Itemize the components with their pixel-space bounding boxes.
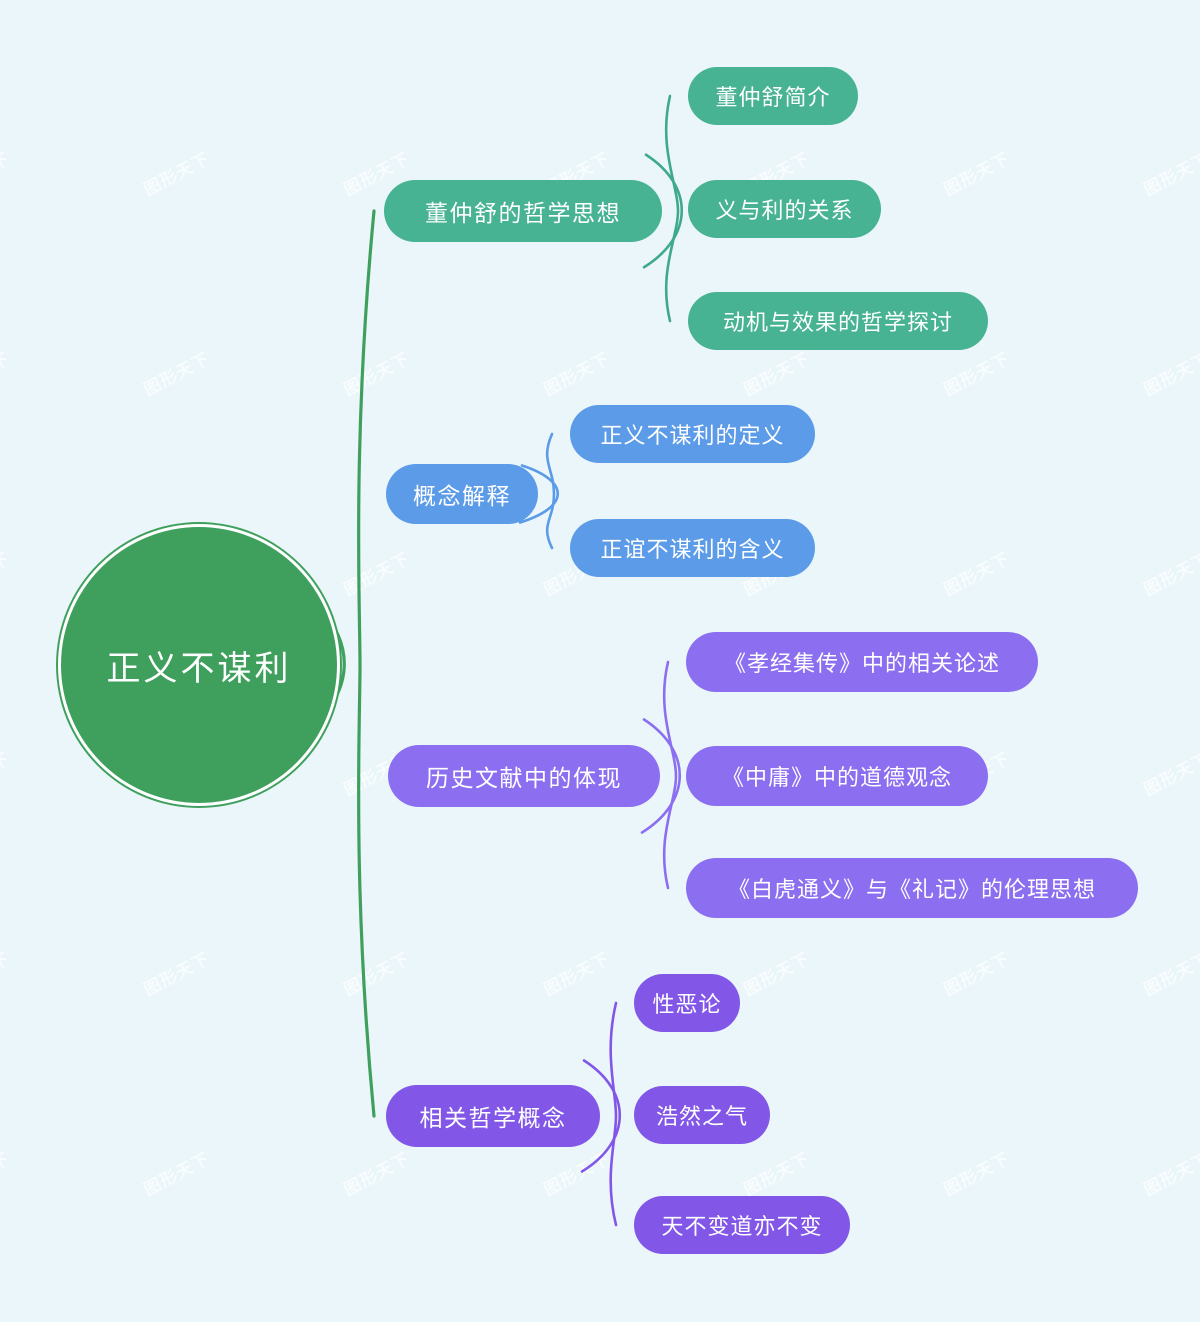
watermark-text: 图形天下 <box>1140 948 1200 1000</box>
leaf-node-label: 动机与效果的哲学探讨 <box>722 310 953 335</box>
root-node[interactable]: 正义不谋利 <box>58 524 340 806</box>
watermark-text: 图形天下 <box>140 148 214 200</box>
connector-path <box>609 1001 618 1227</box>
watermark-text: 图形天下 <box>940 148 1014 200</box>
watermark-text: 图形天下 <box>1140 1148 1200 1200</box>
leaf-node-label: 义与利的关系 <box>715 198 854 223</box>
leaf-node-label: 《孝经集传》中的相关论述 <box>723 651 1000 676</box>
branch-node-3[interactable]: 历史文献中的体现 <box>388 745 660 807</box>
watermark-text: 图形天下 <box>740 1148 814 1200</box>
watermark-text: 图形天下 <box>1140 548 1200 600</box>
leaf-node-label: 《白虎通义》与《礼记》的伦理思想 <box>727 877 1096 902</box>
leaf-node-3-3[interactable]: 《白虎通义》与《礼记》的伦理思想 <box>686 858 1138 918</box>
leaf-node-4-3[interactable]: 天不变道亦不变 <box>634 1196 850 1254</box>
watermark-text: 图形天下 <box>940 948 1014 1000</box>
watermark-text: 图形天下 <box>1140 348 1200 400</box>
watermark-text: 图形天下 <box>540 948 614 1000</box>
leaf-node-4-2[interactable]: 浩然之气 <box>634 1086 770 1144</box>
leaf-node-2-1[interactable]: 正义不谋利的定义 <box>570 405 815 463</box>
leaf-node-label: 浩然之气 <box>656 1104 749 1129</box>
leaf-node-3-2[interactable]: 《中庸》中的道德观念 <box>686 746 988 806</box>
watermark-text: 图形天下 <box>140 948 214 1000</box>
watermark-text: 图形天下 <box>0 548 14 600</box>
leaf-node-label: 《中庸》中的道德观念 <box>721 765 952 790</box>
watermark-text: 图形天下 <box>340 1148 414 1200</box>
leaf-node-2-2[interactable]: 正谊不谋利的含义 <box>570 519 815 577</box>
watermark-text: 图形天下 <box>1140 748 1200 800</box>
branch-node-2[interactable]: 概念解释 <box>386 464 538 524</box>
branch-node-label: 概念解释 <box>413 483 511 509</box>
watermark-text: 图形天下 <box>540 348 614 400</box>
watermark-text: 图形天下 <box>940 548 1014 600</box>
watermark-text: 图形天下 <box>340 348 414 400</box>
watermark-text: 图形天下 <box>0 348 14 400</box>
connector-path <box>545 432 556 550</box>
leaf-node-1-2[interactable]: 义与利的关系 <box>688 180 881 238</box>
leaf-node-label: 天不变道亦不变 <box>661 1214 823 1239</box>
leaf-node-label: 董仲舒简介 <box>715 85 831 110</box>
leaf-node-3-1[interactable]: 《孝经集传》中的相关论述 <box>686 632 1038 692</box>
watermark-text: 图形天下 <box>940 1148 1014 1200</box>
watermark-text: 图形天下 <box>0 948 14 1000</box>
watermark-text: 图形天下 <box>0 748 14 800</box>
watermark-text: 图形天下 <box>1140 148 1200 200</box>
watermark-text: 图形天下 <box>340 548 414 600</box>
watermark-text: 图形天下 <box>540 1148 614 1200</box>
watermark-text: 图形天下 <box>740 948 814 1000</box>
branch-node-label: 相关哲学概念 <box>419 1105 567 1131</box>
watermark-text: 图形天下 <box>0 1148 14 1200</box>
watermark-text: 图形天下 <box>140 1148 214 1200</box>
leaf-node-1-1[interactable]: 董仲舒简介 <box>688 67 858 125</box>
branch-node-label: 董仲舒的哲学思想 <box>425 200 621 226</box>
watermark-text: 图形天下 <box>740 348 814 400</box>
branch-node-label: 历史文献中的体现 <box>426 765 622 791</box>
leaf-node-1-3[interactable]: 动机与效果的哲学探讨 <box>688 292 988 350</box>
watermark-text: 图形天下 <box>0 148 14 200</box>
watermark-text: 图形天下 <box>140 348 214 400</box>
branch-node-4[interactable]: 相关哲学概念 <box>386 1085 600 1147</box>
leaf-node-4-1[interactable]: 性恶论 <box>634 974 740 1032</box>
connector-path <box>662 660 678 890</box>
leaf-node-label: 性恶论 <box>652 992 722 1017</box>
leaf-node-label: 正谊不谋利的含义 <box>600 537 785 562</box>
watermark-text: 图形天下 <box>340 948 414 1000</box>
leaf-node-label: 正义不谋利的定义 <box>600 423 785 448</box>
root-node-label: 正义不谋利 <box>106 649 292 688</box>
watermark-text: 图形天下 <box>940 348 1014 400</box>
connector-path <box>664 94 680 323</box>
connector-path <box>356 209 376 1118</box>
branch-node-1[interactable]: 董仲舒的哲学思想 <box>384 180 662 242</box>
